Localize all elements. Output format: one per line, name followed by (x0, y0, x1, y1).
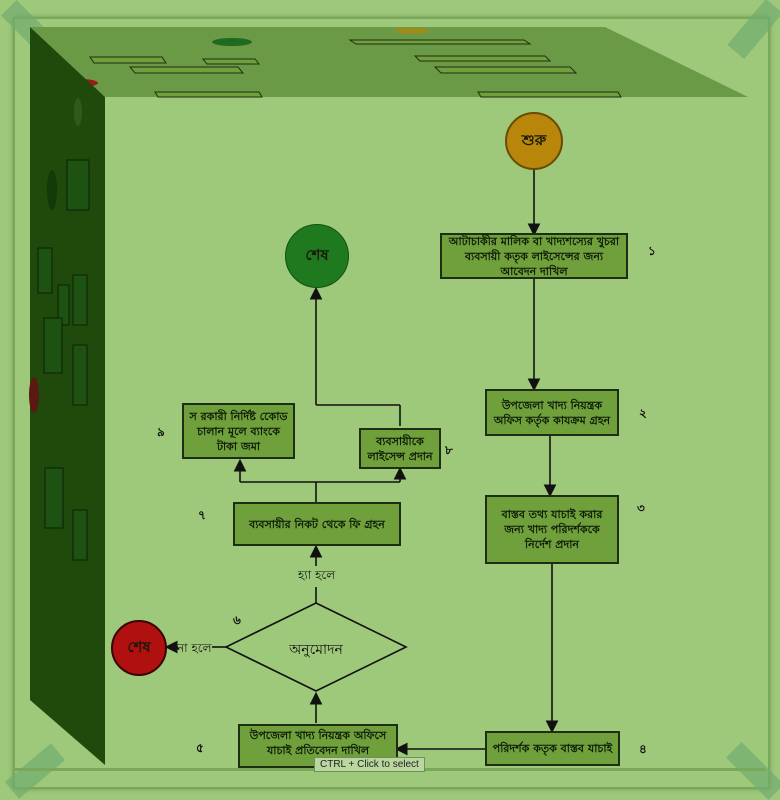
step-1-text: আটাচাকীর মালিক বা খাদ্যশস্যের খুচরা ব্যব… (448, 234, 620, 278)
step-9-number: ৯ (157, 425, 165, 439)
step-7-text: ব্যবসায়ীর নিকট থেকে ফি গ্রহন (249, 517, 385, 531)
step-3-box[interactable]: বাস্তব তথ্য যাচাই করার জন্য খাদ্য পরিদর্… (485, 495, 619, 564)
step-8-number: ৮ (445, 443, 453, 457)
start-label: শুরু (521, 130, 547, 149)
step-8-box[interactable]: ব্যবসায়ীকে লাইসেন্স প্রদান (359, 428, 441, 469)
decision-label: অনুমোদন (289, 642, 343, 658)
step-1-box[interactable]: আটাচাকীর মালিক বা খাদ্যশস্যের খুচরা ব্যব… (440, 233, 628, 279)
step-4-box[interactable]: পরিদর্শক কতৃক বাস্তব যাচাই (485, 731, 620, 766)
step-7-number: ৭ (198, 508, 206, 522)
end-success-label: শেষ (305, 245, 329, 264)
step-9-box[interactable]: স রকারী নির্দিষ্ট কোেড চালান মূলে ব্যাংক… (182, 403, 295, 459)
cube-side-face (29, 27, 105, 765)
cube-top-face (30, 27, 748, 98)
end-node-success[interactable]: শেষ (285, 224, 349, 288)
step-4-text: পরিদর্শক কতৃক বাস্তব যাচাই (492, 742, 613, 755)
step-7-box[interactable]: ব্যবসায়ীর নিকট থেকে ফি গ্রহন (233, 502, 401, 546)
step-2-number: ২ (639, 406, 647, 420)
step-4-number: ৪ (639, 742, 647, 756)
selection-tooltip: CTRL + Click to select (314, 757, 425, 772)
start-node[interactable]: শুরু (505, 112, 563, 170)
step-5-number: ৫ (196, 741, 204, 755)
step-8-text: ব্যবসায়ীকে লাইসেন্স প্রদান (367, 434, 433, 463)
step-5-text: উপজেলা খাদ্য নিয়ন্ত্রক অফিসে যাচাই প্রত… (249, 729, 387, 757)
step-2-box[interactable]: উপজেলা খাদ্য নিয়ন্ত্রক অফিস কর্তৃক কাযক… (485, 389, 619, 436)
step-6-number: ৬ (233, 613, 241, 627)
step-9-text: স রকারী নির্দিষ্ট কোেড চালান মূলে ব্যাংক… (189, 409, 288, 453)
step-3-text: বাস্তব তথ্য যাচাই করার জন্য খাদ্য পরিদর্… (501, 508, 603, 551)
end-node-reject[interactable]: শেষ (111, 620, 167, 676)
yes-branch-label: হ্যা হলে (296, 567, 338, 587)
decision-diamond (224, 602, 408, 692)
end-reject-label: শেষ (127, 637, 151, 656)
no-branch-label: না হলে (177, 641, 212, 655)
step-3-number: ৩ (637, 501, 645, 515)
slide-frame (13, 17, 770, 789)
step-2-text: উপজেলা খাদ্য নিয়ন্ত্রক অফিস কর্তৃক কাযক… (493, 398, 611, 427)
step-1-number: ১ (648, 244, 656, 258)
